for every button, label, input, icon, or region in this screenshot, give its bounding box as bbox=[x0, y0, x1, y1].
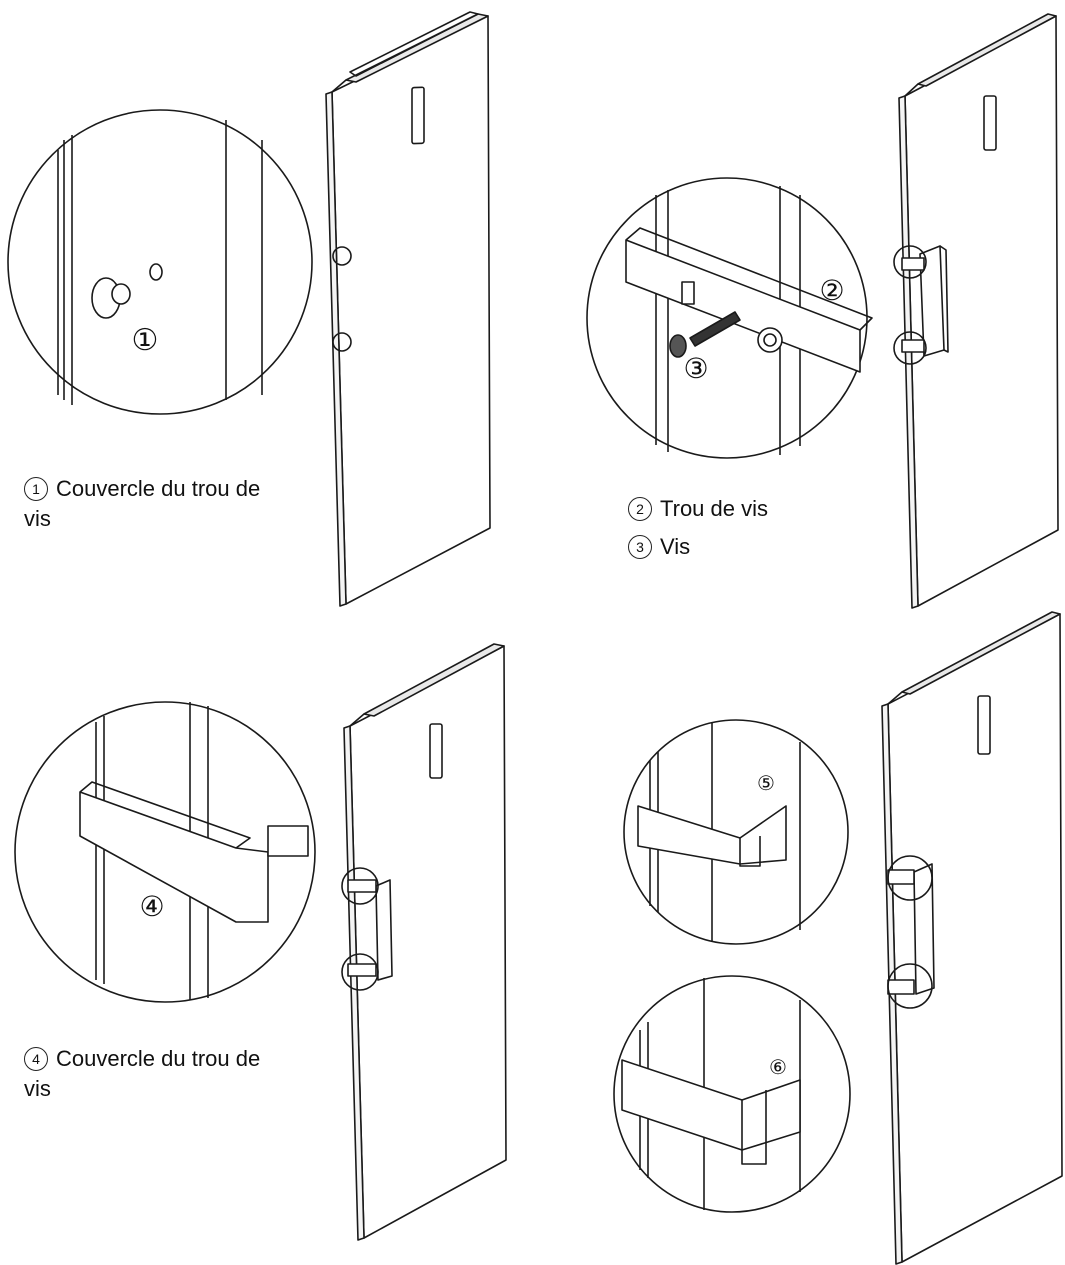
caption-step-1-line1: Couvercle du trou de bbox=[56, 476, 261, 501]
door-panel-3 bbox=[341, 643, 507, 1241]
callout-4: ④ bbox=[139, 890, 164, 923]
detail-circle-3 bbox=[14, 701, 316, 1003]
caption-step-1-line2: vis bbox=[24, 506, 51, 531]
callout-3: ③ bbox=[683, 352, 708, 385]
detail-circle-4 bbox=[623, 719, 849, 945]
caption-number-4: 4 bbox=[24, 1047, 48, 1071]
caption-step-1: 1 Couvercle du trou de vis bbox=[24, 474, 260, 534]
callout-2: ② bbox=[819, 274, 844, 307]
door-panel-1 bbox=[325, 11, 491, 607]
caption-number-2: 2 bbox=[628, 497, 652, 521]
door-panel-4 bbox=[881, 611, 1063, 1265]
detail-circle-5 bbox=[613, 975, 851, 1213]
detail-circle-1 bbox=[7, 109, 313, 415]
caption-number-1: 1 bbox=[24, 477, 48, 501]
door-panel-2 bbox=[893, 13, 1059, 609]
detail-circle-2 bbox=[586, 177, 873, 459]
caption-step-4-line2: vis bbox=[24, 1076, 51, 1101]
callout-6: ⑥ bbox=[769, 1055, 787, 1079]
caption-step-3-text: Vis bbox=[660, 534, 691, 559]
callout-5: ⑤ bbox=[757, 771, 775, 795]
caption-number-3: 3 bbox=[628, 535, 652, 559]
caption-step-2-text: Trou de vis bbox=[660, 496, 769, 521]
callout-1: ① bbox=[132, 323, 159, 358]
caption-step-2: 2 Trou de vis bbox=[628, 494, 768, 524]
caption-step-4-line1: Couvercle du trou de bbox=[56, 1046, 261, 1071]
caption-step-4: 4 Couvercle du trou de vis bbox=[24, 1044, 260, 1104]
caption-step-3: 3 Vis bbox=[628, 532, 690, 562]
